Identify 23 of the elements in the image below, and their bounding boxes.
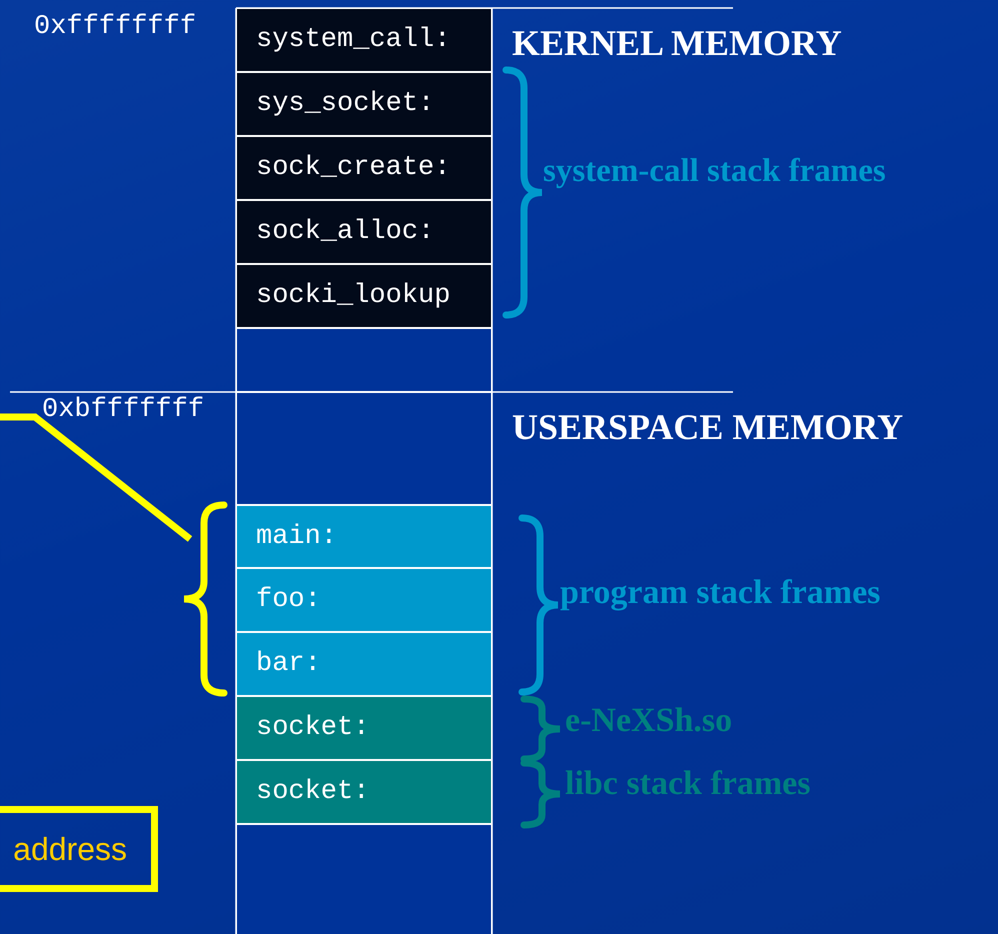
stack-frame-cell: main:: [236, 505, 492, 568]
memory-cell: [236, 328, 492, 392]
stack-frame-cell: socki_lookup: [236, 264, 492, 328]
stack-frame-cell: sock_alloc:: [236, 200, 492, 264]
stack-frame-cell: sock_create:: [236, 136, 492, 200]
leader-line: [0, 414, 192, 542]
address-label: 0xffffffff: [34, 12, 196, 42]
memory-cell: [236, 824, 492, 934]
memory-cell: [236, 392, 492, 505]
bracket-label: program stack frames: [560, 574, 880, 612]
label-box: address: [0, 806, 158, 892]
stack-frame-cell: bar:: [236, 632, 492, 696]
memory-region-heading: USERSPACE MEMORY: [512, 406, 904, 448]
stack-frame-cell: sys_socket:: [236, 72, 492, 136]
stack-frame-cell: foo:: [236, 568, 492, 632]
address-label: 0xbfffffff: [42, 395, 204, 425]
memory-region-heading: KERNEL MEMORY: [512, 22, 842, 64]
bracket-label: system-call stack frames: [543, 153, 886, 190]
bracket-label: e-NeXSh.so: [565, 702, 732, 740]
stack-frame-cell: socket:: [236, 760, 492, 824]
stack-frame-cell: system_call:: [236, 8, 492, 72]
stack-frame-cell: socket:: [236, 696, 492, 760]
bracket-label: libc stack frames: [565, 765, 811, 803]
